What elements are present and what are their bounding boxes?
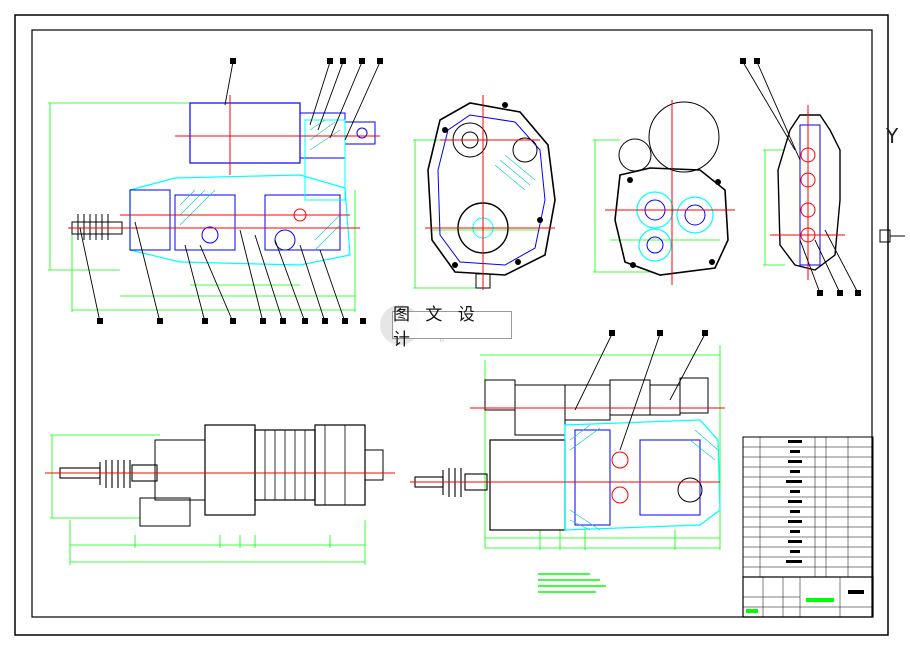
view-bottom-left-elevation — [45, 424, 395, 565]
view-end-middle — [413, 95, 556, 290]
inner-frame — [31, 29, 873, 618]
view-bottom-middle-section — [410, 330, 725, 593]
outer-frame — [14, 14, 889, 636]
view-gear-layout — [593, 100, 735, 285]
view-top-left-section — [48, 58, 383, 324]
view-right-narrow — [740, 58, 861, 296]
parts-list-table — [742, 436, 874, 618]
title-block — [742, 576, 874, 618]
edge-marker — [879, 229, 905, 243]
side-label: Y — [886, 124, 899, 148]
